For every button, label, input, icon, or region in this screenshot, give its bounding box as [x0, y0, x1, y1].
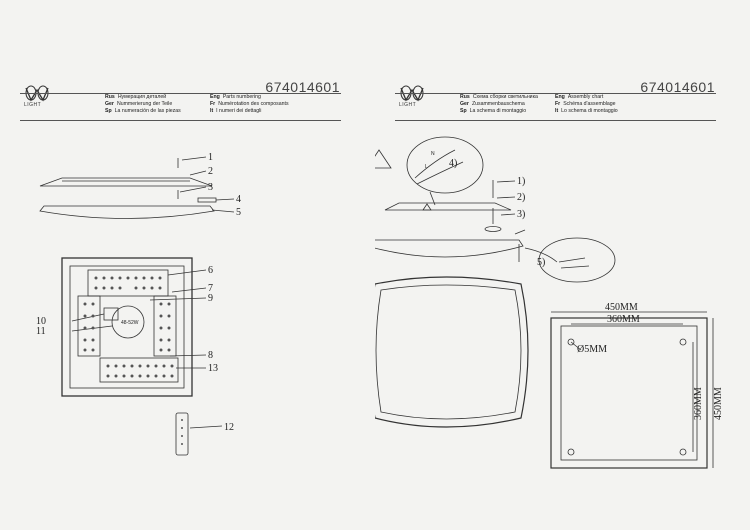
wire	[414, 149, 456, 179]
hole-bottom-right	[679, 448, 687, 456]
hole-bottom-left	[567, 448, 575, 456]
parts-diagram: 48-52W 1 2 3 4 5 6 7 9 10 11 8 13 12	[36, 152, 241, 456]
hole-top-right	[679, 338, 687, 346]
twist-detail-bubble	[538, 237, 616, 283]
callout-3: 3	[208, 182, 213, 193]
product-code: 674014601	[265, 79, 340, 95]
diffuser-top-view	[375, 276, 529, 428]
callout-numbers: 1 2 3 4 5 6 7 9 10 11 8 13 12	[36, 152, 241, 433]
led-board-left	[77, 295, 101, 357]
mounting-plate	[550, 317, 708, 469]
callout-9: 9	[208, 293, 213, 304]
wire-label-l: L	[425, 164, 428, 170]
clip-part	[197, 197, 217, 203]
callout-7: 7	[208, 283, 213, 294]
terminal-block	[103, 307, 119, 321]
dim-outer-height: 450MM	[713, 387, 724, 420]
step-3: 3)	[517, 209, 525, 220]
callout-1: 1	[208, 152, 213, 163]
callout-12: 12	[224, 422, 234, 433]
callout-8: 8	[208, 350, 213, 361]
header-rule-bottom	[395, 120, 716, 121]
hole-top-left	[567, 338, 575, 346]
led-board-bottom	[99, 357, 179, 383]
step-labels: 4) 1) 2) 3) 5)	[449, 158, 545, 268]
fixture-inner	[69, 265, 185, 389]
led-dots	[83, 276, 183, 445]
step-5: 5)	[537, 257, 545, 268]
step-2: 2)	[517, 192, 525, 203]
terminal-side	[422, 203, 432, 211]
callout-5: 5	[236, 207, 241, 218]
dimension-labels: 450MM 360MM Ø5MM 360MM 450MM	[577, 302, 724, 420]
dim-outer-width: 450MM	[605, 302, 638, 313]
dim-hole: Ø5MM	[577, 344, 607, 355]
diffuser-side-part	[39, 205, 215, 219]
driver-module	[111, 305, 145, 339]
led-board-top	[87, 269, 169, 297]
logo-text: LIGHT	[399, 102, 417, 108]
step-4: 4)	[449, 158, 457, 169]
driver-label: 48-52W	[121, 320, 139, 326]
dim-inner-width: 360MM	[607, 314, 640, 325]
header-rule-top	[20, 93, 341, 94]
callout-13: 13	[208, 363, 218, 374]
remote-control	[175, 412, 189, 456]
fixture-frame	[61, 257, 193, 397]
header-rule-top	[395, 93, 716, 94]
callout-4: 4	[236, 194, 241, 205]
anchor-side	[484, 226, 502, 232]
header-rule-bottom	[20, 120, 341, 121]
diffuser-side	[375, 239, 524, 258]
warning-icon	[375, 149, 392, 169]
twist-leader	[524, 247, 558, 263]
mounting-plate-inner	[560, 325, 698, 461]
wire-label-n: N	[431, 151, 435, 157]
step-1: 1)	[517, 176, 525, 187]
callout-2: 2	[208, 166, 213, 177]
callout-10: 10	[36, 316, 46, 327]
callout-11: 11	[36, 326, 46, 337]
assembly-diagram: 4) 1) 2) 3) 5) N L 450MM 360MM Ø5MM 360M…	[375, 136, 724, 469]
logo-text: LIGHT	[24, 102, 42, 108]
mounting-base-part	[39, 177, 213, 187]
callout-6: 6	[208, 265, 213, 276]
led-board-right	[153, 295, 177, 357]
dim-inner-height: 360MM	[693, 387, 704, 420]
wiring-detail-bubble	[406, 136, 484, 194]
product-code: 674014601	[640, 79, 715, 95]
mounting-base-side	[384, 202, 512, 211]
